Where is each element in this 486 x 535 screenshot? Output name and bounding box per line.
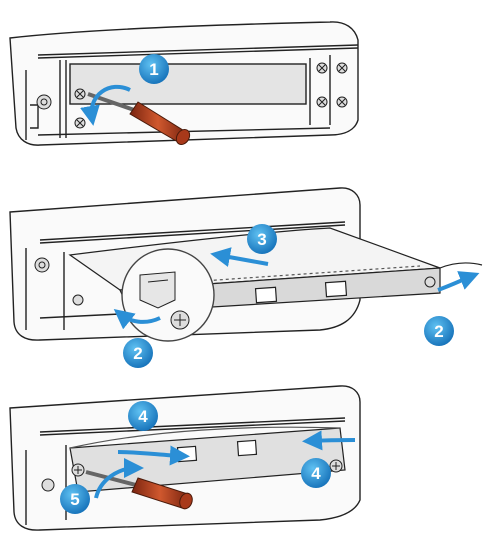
svg-text:2: 2 [434, 322, 443, 341]
step-badge: 2 [123, 338, 153, 368]
screwdriver-icon [87, 92, 191, 145]
panel-insert-card: 3 2 2 [9, 187, 483, 368]
chassis-frame [9, 21, 359, 146]
step-badge: 4 [301, 458, 331, 488]
step-badge: 4 [128, 401, 158, 431]
step-badge: 5 [60, 484, 90, 514]
push-arrow-left [117, 445, 190, 466]
svg-text:1: 1 [149, 60, 158, 79]
svg-text:4: 4 [138, 407, 148, 426]
insert-arrow [210, 247, 269, 267]
tighten-arrow [94, 458, 144, 499]
svg-text:4: 4 [311, 464, 321, 483]
step-badge: 3 [247, 224, 277, 254]
screw-icon [34, 257, 436, 306]
panel-remove-filler: 1 [9, 21, 359, 146]
lever-arrow-right [437, 271, 480, 292]
magnifier-circle [121, 248, 215, 342]
step-badge: 1 [139, 54, 169, 84]
svg-text:2: 2 [133, 344, 142, 363]
push-arrow-right [302, 430, 356, 451]
screw-icon [41, 459, 343, 492]
rotate-arrow [80, 84, 131, 126]
panel-fasten-card: 4 4 5 [9, 385, 361, 531]
step-badge: 2 [424, 316, 454, 346]
svg-text:3: 3 [257, 230, 266, 249]
screwdriver-icon [85, 470, 193, 510]
lever-arrow-left [113, 309, 161, 330]
svg-text:5: 5 [70, 490, 79, 509]
